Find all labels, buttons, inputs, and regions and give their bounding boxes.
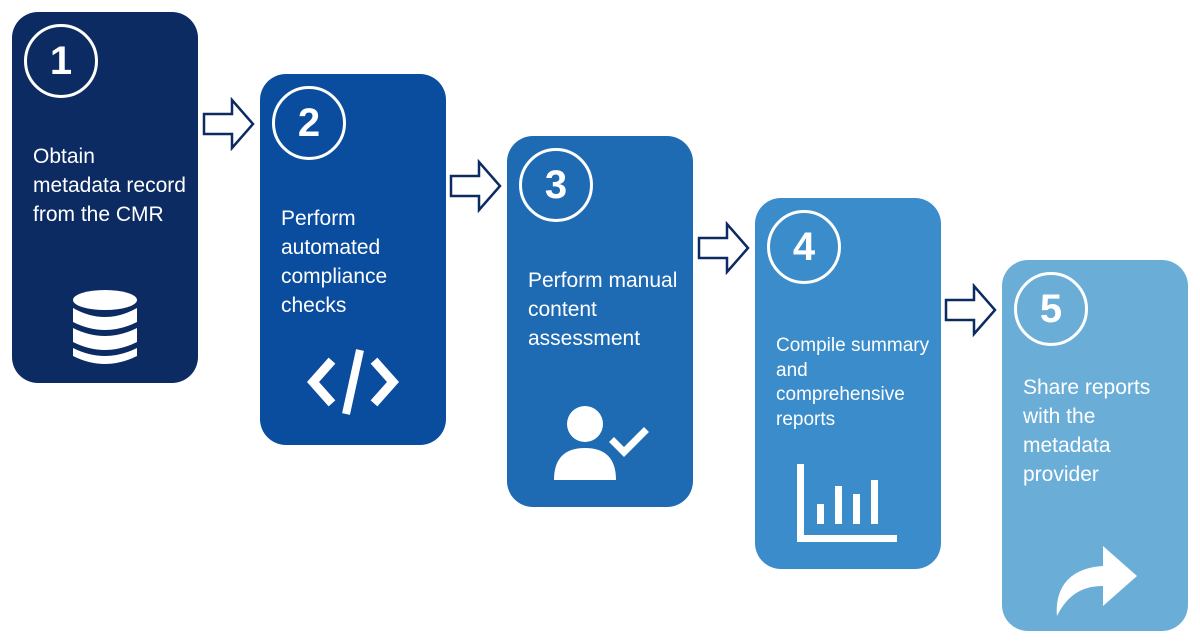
step-number-1: 1 — [24, 24, 98, 98]
step-5-card: 5 Share reports with the metadata provid… — [1002, 260, 1188, 631]
flow-arrow-2 — [449, 159, 502, 213]
step-2-label: Perform automated compliance checks — [281, 207, 388, 317]
share-arrow-icon — [1056, 546, 1137, 616]
flow-arrow-3 — [697, 221, 750, 275]
bar-chart-icon — [797, 464, 897, 542]
step-number-4: 4 — [767, 210, 841, 284]
step-4-label: Compile summary and comprehensive report… — [776, 335, 930, 430]
step-number-3: 3 — [519, 148, 593, 222]
step-number-5: 5 — [1014, 272, 1088, 346]
step-3-card: 3 Perform manual content assessment — [507, 136, 693, 507]
step-number-2: 2 — [272, 86, 346, 160]
flow-arrow-1 — [202, 97, 255, 151]
user-check-icon — [554, 406, 649, 480]
step-4-card: 4 Compile summary and comprehensive repo… — [755, 198, 941, 569]
code-icon — [306, 349, 400, 415]
step-1-label: Obtain metadata record from the CMR — [33, 145, 186, 226]
database-icon — [73, 290, 137, 364]
step-5-label: Share reports with the metadata provider — [1023, 376, 1151, 486]
step-1-card: 1 Obtain metadata record from the CMR — [12, 12, 198, 383]
step-2-card: 2 Perform automated compliance checks — [260, 74, 446, 445]
flow-arrow-4 — [944, 283, 997, 337]
step-3-label: Perform manual content assessment — [528, 269, 678, 350]
